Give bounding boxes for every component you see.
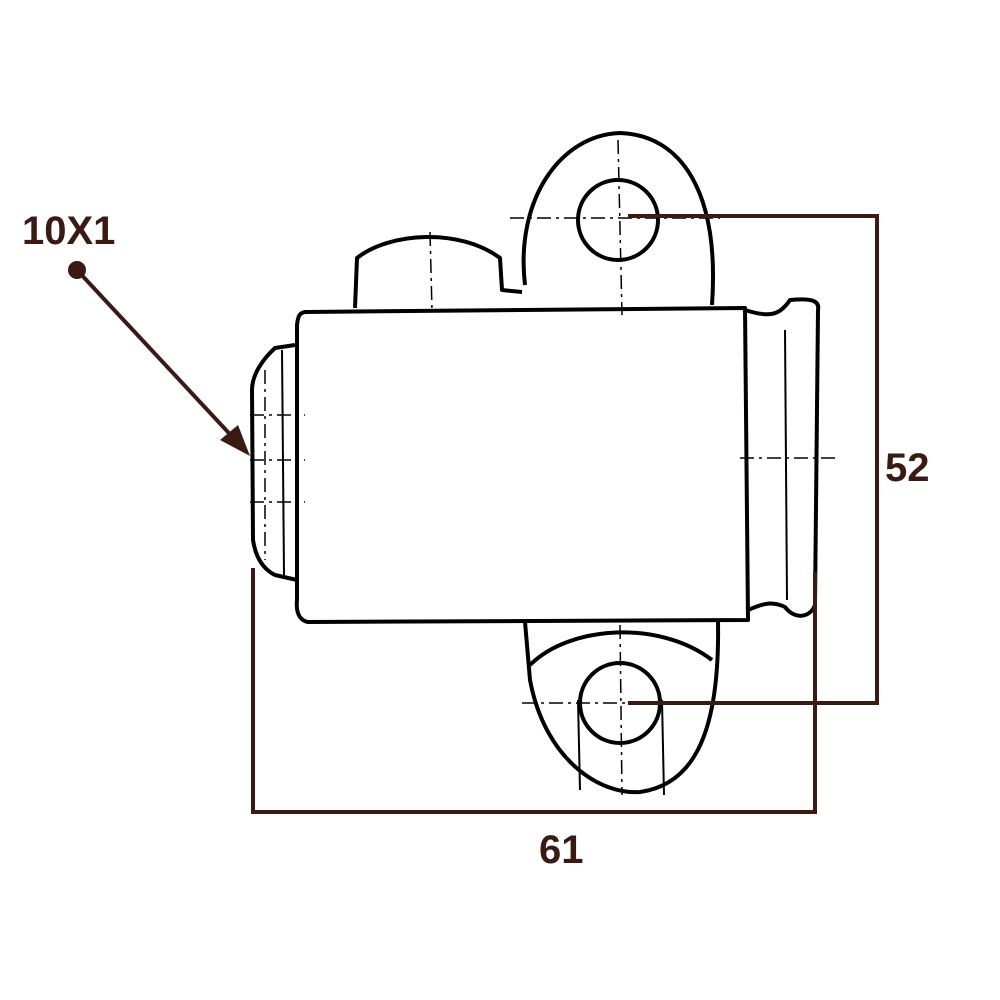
upper-lug [353, 131, 715, 311]
height-dimension-label: 52 [885, 446, 930, 490]
dimension-lines [68, 214, 879, 814]
width-dimension-label: 61 [539, 828, 584, 872]
thread-label: 10X1 [22, 209, 115, 253]
body [250, 297, 840, 624]
centerlines [510, 139, 722, 796]
